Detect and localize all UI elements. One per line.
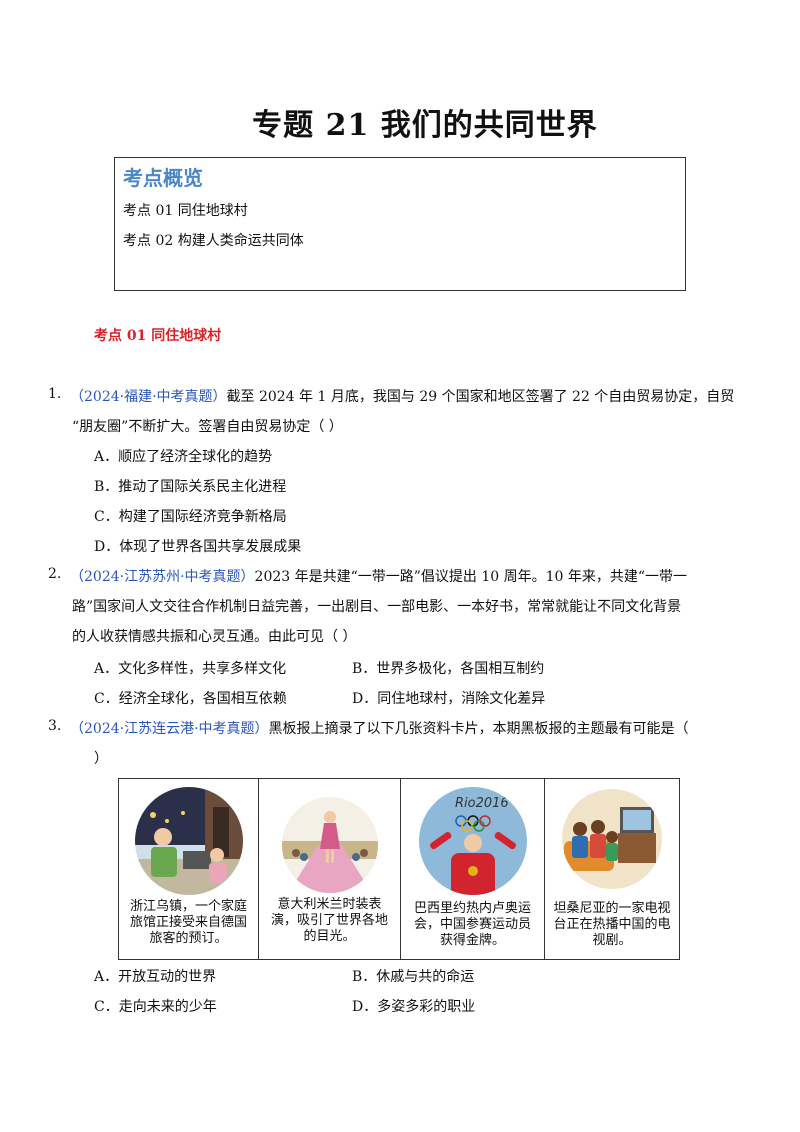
card-caption: 坦桑尼亚的一家电视台正在热播中国的电视剧。 <box>553 901 671 948</box>
card-wuzhen: 浙江乌镇，一个家庭旅馆正接受来自德国旅客的预订。 <box>119 779 259 959</box>
card-strip: 浙江乌镇，一个家庭旅馆正接受来自德国旅客的预订。 意大利米兰时装表演，吸引了世界… <box>118 778 680 960</box>
question-number: 1. <box>48 386 62 402</box>
question-line: 2023 年是共建“一带一路”倡议提出 10 周年。10 年来，共建“一带一 <box>254 569 688 585</box>
question-source: （2024·江苏连云港·中考真题） <box>70 721 269 737</box>
card-milan: 意大利米兰时装表演，吸引了世界各地的目光。 <box>259 779 401 959</box>
option-d[interactable]: D．同住地球村，消除文化差异 <box>352 691 546 707</box>
option-a[interactable]: A．顺应了经济全球化的趋势 <box>94 449 273 465</box>
question-line: “朋友圈”不断扩大。签署自由贸易协定（ ） <box>72 419 343 435</box>
fashion-show-illustration <box>281 797 378 893</box>
question-source: （2024·福建·中考真题） <box>70 389 227 405</box>
overview-box: 考点概览 考点 01 同住地球村 考点 02 构建人类命运共同体 <box>114 157 686 291</box>
question-line: 截至 2024 年 1 月底，我国与 29 个国家和地区签署了 22 个自由贸易… <box>226 389 735 405</box>
overview-heading: 考点概览 <box>123 166 203 190</box>
rio-logo-text: Rio2016 <box>455 796 509 811</box>
overview-item: 考点 01 同住地球村 <box>123 203 248 219</box>
question-line: 黑板报上摘录了以下几张资料卡片，本期黑板报的主题最有可能是（ <box>268 721 689 737</box>
option-c[interactable]: C．走向未来的少年 <box>94 999 217 1015</box>
section-heading: 考点 01 同住地球村 <box>94 328 222 344</box>
option-b[interactable]: B．世界多极化，各国相互制约 <box>352 661 545 677</box>
option-c[interactable]: C．经济全球化，各国相互依赖 <box>94 691 287 707</box>
option-c[interactable]: C．构建了国际经济竞争新格局 <box>94 509 287 525</box>
question-line: 路”国家间人文交往合作机制日益完善，一出剧目、一部电影、一本好书，常常就能让不同… <box>72 599 682 615</box>
card-caption: 浙江乌镇，一个家庭旅馆正接受来自德国旅客的预订。 <box>129 899 247 946</box>
option-d[interactable]: D．体现了世界各国共享发展成果 <box>94 539 302 555</box>
card-rio: Rio2016 巴西里约热内卢奥运会，中国参赛运动员获得金牌。 <box>401 779 545 959</box>
question-text: （2024·福建·中考真题）截至 2024 年 1 月底，我国与 29 个国家和… <box>70 386 734 406</box>
card-caption: 巴西里约热内卢奥运会，中国参赛运动员获得金牌。 <box>413 901 531 948</box>
card-tanzania: 坦桑尼亚的一家电视台正在热播中国的电视剧。 <box>545 779 679 959</box>
page-title: 专题 21 我们的共同世界 <box>252 108 598 143</box>
card-caption: 意大利米兰时装表演，吸引了世界各地的目光。 <box>270 897 388 944</box>
hotel-booking-illustration <box>134 787 243 895</box>
question-line: 的人收获情感共振和心灵互通。由此可见（ ） <box>72 629 357 645</box>
option-b[interactable]: B．推动了国际关系民主化进程 <box>94 479 287 495</box>
question-source: （2024·江苏苏州·中考真题） <box>70 569 255 585</box>
option-a[interactable]: A．开放互动的世界 <box>94 969 217 985</box>
olympic-gold-illustration: Rio2016 <box>418 787 527 895</box>
option-a[interactable]: A．文化多样性，共享多样文化 <box>94 661 287 677</box>
question-line: ） <box>94 751 108 767</box>
question-text: （2024·江苏连云港·中考真题）黑板报上摘录了以下几张资料卡片，本期黑板报的主… <box>70 718 689 738</box>
overview-item: 考点 02 构建人类命运共同体 <box>123 233 304 249</box>
question-number: 2. <box>48 566 62 582</box>
option-d[interactable]: D．多姿多彩的职业 <box>352 999 476 1015</box>
question-number: 3. <box>48 718 62 734</box>
tv-drama-illustration <box>562 789 662 889</box>
option-b[interactable]: B．休戚与共的命运 <box>352 969 475 985</box>
question-text: （2024·江苏苏州·中考真题）2023 年是共建“一带一路”倡议提出 10 周… <box>70 566 687 586</box>
